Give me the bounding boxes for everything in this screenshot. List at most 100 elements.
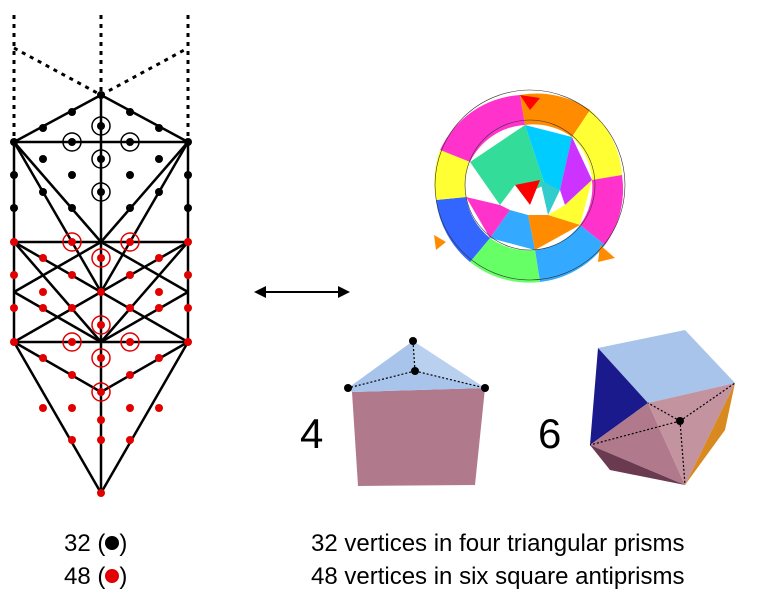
red-vertex: [10, 338, 18, 346]
black-vertex: [68, 171, 76, 179]
black-vertex: [68, 204, 76, 212]
black-vertex: [10, 138, 18, 146]
red-vertex: [97, 388, 105, 396]
red-vertex: [155, 304, 163, 312]
legend-red-close: ): [119, 563, 128, 590]
lattice-edge: [99, 141, 190, 293]
red-vertex: [184, 304, 192, 312]
black-vertex: [10, 171, 18, 179]
lattice-edge: [13, 290, 102, 344]
lattice-edge: [100, 240, 189, 294]
red-vertex: [39, 304, 47, 312]
lattice-rings: [62, 116, 140, 402]
black-vertex: [97, 155, 105, 163]
red-vertex: [39, 254, 47, 262]
square-antiprism-render: [589, 330, 736, 486]
black-vertex: [68, 138, 76, 146]
compound-polyhedron-render: [434, 89, 626, 283]
vertex-ring: [91, 116, 111, 136]
red-vertex: [10, 304, 18, 312]
lattice-edge: [100, 340, 189, 394]
red-vertex: [126, 271, 134, 279]
red-vertex: [97, 254, 105, 262]
black-vertex: [39, 155, 47, 163]
red-vertex: [126, 238, 134, 246]
red-vertex: [97, 436, 105, 444]
double-headed-arrow-icon: [254, 286, 350, 298]
red-vertex: [126, 404, 134, 412]
black-vertex: [126, 138, 134, 146]
lattice-edge: [12, 341, 103, 494]
legend-red-count-text: 48 (: [64, 563, 106, 590]
red-vertex: [68, 271, 76, 279]
legend-black-description: 32 vertices in four triangular prisms: [311, 530, 685, 557]
vertex-ring: [62, 332, 82, 352]
red-vertex: [68, 436, 76, 444]
vertex-lattice: [10, 15, 192, 497]
red-vertex: [184, 271, 192, 279]
vertex-ring: [91, 348, 111, 368]
red-vertex: [155, 404, 163, 412]
vertex-ring: [120, 332, 140, 352]
vertex-ring: [91, 315, 111, 335]
lattice-edge: [13, 340, 102, 394]
vertex-ring: [120, 232, 140, 252]
vertex-ring: [91, 182, 111, 202]
red-vertex: [68, 404, 76, 412]
lattice-edge: [12, 141, 103, 293]
vertex-ring: [91, 149, 111, 169]
lattice-edge: [100, 93, 189, 144]
dotted-top-lines: [12, 15, 190, 142]
red-vertex: [184, 238, 192, 246]
red-vertex: [39, 354, 47, 362]
red-vertex: [126, 371, 134, 379]
red-vertex: [10, 238, 18, 246]
red-vertex: [97, 288, 105, 296]
triangular-prism-render: [344, 337, 489, 486]
prism-count-label: 4: [300, 410, 324, 457]
lattice-edge: [100, 290, 189, 344]
black-vertex: [126, 108, 134, 116]
black-vertex: [68, 108, 76, 116]
black-vertex: [184, 171, 192, 179]
black-dot-icon: [105, 536, 120, 550]
vertex-ring: [91, 382, 111, 402]
black-vertex: [126, 204, 134, 212]
red-vertex: [97, 354, 105, 362]
red-vertex: [126, 436, 134, 444]
lattice-edge: [13, 240, 102, 294]
red-vertex: [155, 354, 163, 362]
red-vertex: [68, 238, 76, 246]
lattice-edge: [13, 241, 102, 343]
black-vertex: [126, 171, 134, 179]
lattice-edge: [13, 141, 102, 243]
black-vertex: [155, 188, 163, 196]
red-vertex: [126, 338, 134, 346]
red-vertex: [184, 338, 192, 346]
red-dot-icon: [105, 569, 120, 583]
red-vertex: [68, 338, 76, 346]
legend-black-count: 32 (): [64, 530, 127, 558]
black-vertex: [39, 188, 47, 196]
black-vertex: [155, 155, 163, 163]
black-vertex: [155, 124, 163, 132]
black-vertex: [97, 188, 105, 196]
black-vertex: [97, 91, 105, 99]
antiprism-count-label: 6: [538, 410, 562, 457]
lattice-edge: [100, 141, 189, 243]
red-vertex: [155, 254, 163, 262]
black-vertex: [97, 122, 105, 130]
black-vertex: [184, 138, 192, 146]
black-vertex: [184, 204, 192, 212]
red-vertex: [68, 371, 76, 379]
lattice-edge: [13, 93, 102, 144]
legend-red-description: 48 vertices in six square antiprisms: [311, 563, 685, 590]
red-vertex: [97, 489, 105, 497]
red-vertex: [10, 271, 18, 279]
vertex-ring: [91, 248, 111, 268]
black-vertex: [39, 124, 47, 132]
lattice-dots: [10, 91, 192, 497]
red-vertex: [126, 304, 134, 312]
red-vertex: [97, 321, 105, 329]
